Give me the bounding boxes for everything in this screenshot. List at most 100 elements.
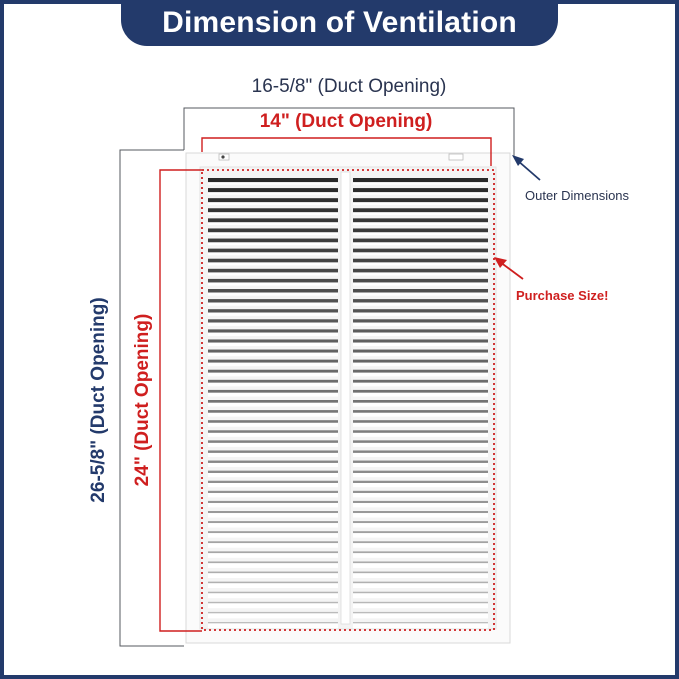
louver-slat-face	[353, 593, 488, 599]
louver-slat	[353, 329, 488, 333]
louver-slat-face	[208, 442, 338, 447]
louver-slat-face	[208, 613, 338, 619]
louver-slat-face	[353, 232, 488, 236]
title-banner: Dimension of Ventilation	[121, 0, 558, 46]
louver-slat-face	[208, 493, 338, 498]
louver-slat	[208, 339, 338, 343]
louver-slat-face	[353, 182, 488, 185]
louver-slat-face	[208, 312, 338, 316]
louver-slat	[208, 450, 338, 453]
louver-slat-face	[208, 452, 338, 457]
louver-slat	[208, 329, 338, 333]
outer-width-label: 16-5/8" (Duct Opening)	[251, 76, 447, 97]
louver-slat	[353, 278, 488, 283]
louver-slat-face	[353, 202, 488, 205]
louver-slat-face	[353, 402, 488, 407]
purchase-size-arrow	[494, 257, 524, 280]
louver-slat-face	[208, 322, 338, 326]
louver-slat	[353, 218, 488, 223]
louver-slat-face	[208, 573, 338, 578]
louver-slat	[353, 349, 488, 353]
louver-slat-face	[208, 272, 338, 276]
louver-slat	[208, 208, 338, 213]
grille-slats	[208, 178, 488, 629]
louver-slat-face	[353, 302, 488, 306]
outer-width-bracket	[183, 107, 515, 156]
louver-slat-face	[353, 493, 488, 498]
louver-slat	[208, 359, 338, 363]
louver-slat	[208, 268, 338, 273]
louver-slat-face	[353, 583, 488, 589]
louver-slat-face	[353, 462, 488, 468]
louver-slat	[208, 218, 338, 223]
louver-slat-face	[353, 362, 488, 367]
louver-slat	[353, 521, 488, 524]
louver-slat-face	[353, 272, 488, 276]
louver-slat	[353, 420, 488, 423]
louver-slat-face	[353, 392, 488, 397]
louver-slat-face	[208, 412, 338, 417]
louver-slat	[208, 178, 338, 183]
louver-slat	[208, 611, 338, 614]
louver-slat-face	[208, 593, 338, 599]
louver-slat-face	[353, 483, 488, 488]
louver-slat-face	[208, 252, 338, 256]
louver-slat-face	[353, 292, 488, 296]
louver-slat	[208, 480, 338, 484]
louver-slat	[353, 460, 488, 463]
louver-slat-face	[208, 232, 338, 236]
outer-dimensions-callout: Outer Dimensions	[525, 188, 630, 203]
louver-slat-face	[353, 282, 488, 286]
louver-slat-face	[353, 533, 488, 538]
louver-slat	[353, 359, 488, 363]
louver-slat-face	[208, 362, 338, 367]
louver-slat-face	[208, 292, 338, 296]
louver-slat	[208, 278, 338, 283]
louver-slat	[208, 601, 338, 604]
louver-slat	[353, 591, 488, 594]
louver-slat	[208, 551, 338, 554]
louver-slat-face	[208, 523, 338, 528]
louver-slat	[208, 581, 338, 584]
louver-slat-face	[353, 603, 488, 609]
louver-slat	[353, 430, 488, 433]
louver-slat	[353, 339, 488, 343]
louver-slat-face	[208, 342, 338, 347]
louver-slat-face	[353, 352, 488, 357]
louver-slat-face	[208, 182, 338, 185]
louver-slat	[353, 622, 488, 624]
louver-slat	[353, 188, 488, 193]
duct-width-label: 14" (Duct Opening)	[259, 111, 433, 132]
louver-slat	[208, 490, 338, 494]
louver-slat	[353, 299, 488, 303]
louver-slat-face	[353, 432, 488, 437]
louver-slat-face	[208, 242, 338, 246]
duct-opening-dotted-outline	[201, 169, 495, 631]
louver-slat-face	[353, 452, 488, 457]
louver-slat-face	[208, 282, 338, 286]
louver-slat-face	[353, 212, 488, 215]
vent-grille	[185, 152, 511, 644]
louver-slat	[353, 389, 488, 393]
louver-slat	[353, 450, 488, 453]
louver-slat	[353, 440, 488, 443]
louver-slat	[353, 581, 488, 584]
louver-slat	[353, 238, 488, 243]
louver-slat-face	[353, 262, 488, 266]
louver-slat-face	[208, 462, 338, 468]
louver-slat	[353, 511, 488, 514]
louver-slat-face	[208, 603, 338, 609]
louver-slat-face	[208, 302, 338, 306]
louver-slat	[208, 622, 338, 624]
louver-slat-face	[353, 523, 488, 528]
louver-slat	[208, 460, 338, 463]
louver-slat-face	[208, 543, 338, 548]
screw-hole	[221, 155, 225, 159]
louver-slat-face	[353, 312, 488, 316]
louver-slat	[353, 551, 488, 554]
louver-slat	[208, 470, 338, 473]
louver-slat	[353, 490, 488, 494]
louver-slat-face	[208, 553, 338, 558]
louver-slat-face	[353, 472, 488, 478]
